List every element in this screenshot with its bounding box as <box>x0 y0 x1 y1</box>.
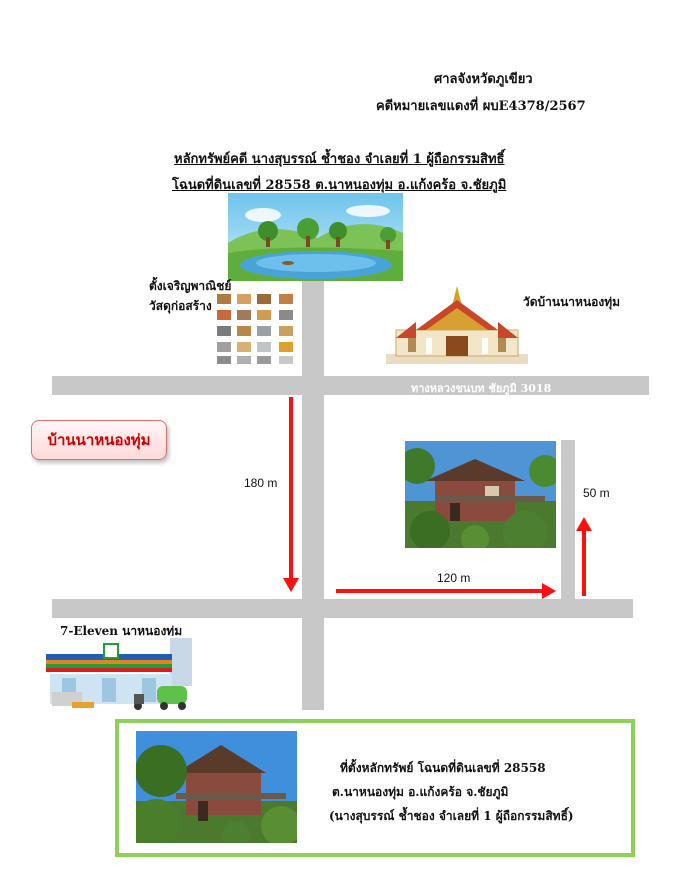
shop-subtitle: วัสดุก่อสร้าง <box>149 299 212 313</box>
arrow-right-head <box>542 583 556 599</box>
case-number: คดีหมายเลขแดงที่ ผบE4378/2567 <box>376 99 586 114</box>
property-line-2: ต.นาหนองทุ่ม อ.แก้งคร้อ จ.ชัยภูมิ <box>332 785 509 799</box>
road-lower <box>52 599 633 618</box>
property-line-1: ที่ตั้งหลักทรัพย์ โฉนดที่ดินเลขที่ 28558 <box>340 761 546 775</box>
distance-180: 180 m <box>244 476 278 490</box>
distance-120: 120 m <box>437 571 471 585</box>
arrow-down-head <box>283 578 299 592</box>
property-info-frame <box>115 719 635 857</box>
property-line-3: (นางสุบรรณ์ ช้ำชอง จำเลยที่ 1 ผู้ถือกรรม… <box>329 809 574 823</box>
court-name: ศาลจังหวัดภูเขียว <box>434 72 533 87</box>
arrow-down-shaft <box>289 397 293 579</box>
village-label-box: บ้านนาหนองทุ่ม <box>31 420 167 460</box>
title-line-2: โฉนดที่ดินเลขที่ 28558 ต.นาหนองทุ่ม อ.แก… <box>172 178 507 193</box>
arrow-up-head <box>576 517 592 531</box>
shop-name: ตั้งเจริญพาณิชย์ <box>149 279 232 293</box>
arrow-right-shaft <box>336 589 543 593</box>
village-label: บ้านนาหนองทุ่ม <box>47 431 151 449</box>
house-photo <box>405 441 556 548</box>
property-house-photo <box>136 731 297 843</box>
arrow-up-shaft <box>582 530 586 596</box>
distance-50: 50 m <box>583 486 610 500</box>
pond-illustration <box>228 193 403 281</box>
seven-eleven-label: 7-Eleven นาหนองทุ่ม <box>60 624 183 638</box>
title-line-1: หลักทรัพย์คดี นางสุบรรณ์ ช้ำชอง จำเลยที่… <box>174 152 505 167</box>
seven-eleven-store-illustration <box>42 636 193 714</box>
temple-label: วัดบ้านนาหนองทุ่ม <box>523 295 621 309</box>
construction-materials-grid <box>213 290 301 368</box>
road-highway-3018 <box>52 376 649 395</box>
road-side-branch <box>561 440 575 600</box>
highway-label: ทางหลวงชนบท ชัยภูมิ 3018 <box>411 382 552 395</box>
road-vertical-main <box>302 279 324 710</box>
temple-illustration <box>386 286 528 364</box>
